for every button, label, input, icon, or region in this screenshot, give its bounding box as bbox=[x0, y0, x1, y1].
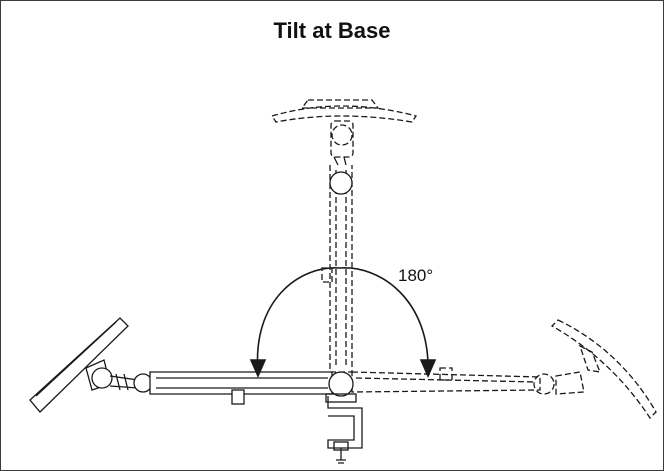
rotation-arcs bbox=[249, 267, 437, 378]
right-arm-dashed bbox=[351, 319, 657, 420]
angle-label: 180° bbox=[398, 266, 433, 285]
upright-arm-dashed bbox=[270, 99, 418, 373]
left-arm-solid bbox=[29, 317, 363, 464]
upright-arm-joints bbox=[329, 156, 353, 195]
diagram-title: Tilt at Base bbox=[273, 18, 391, 43]
